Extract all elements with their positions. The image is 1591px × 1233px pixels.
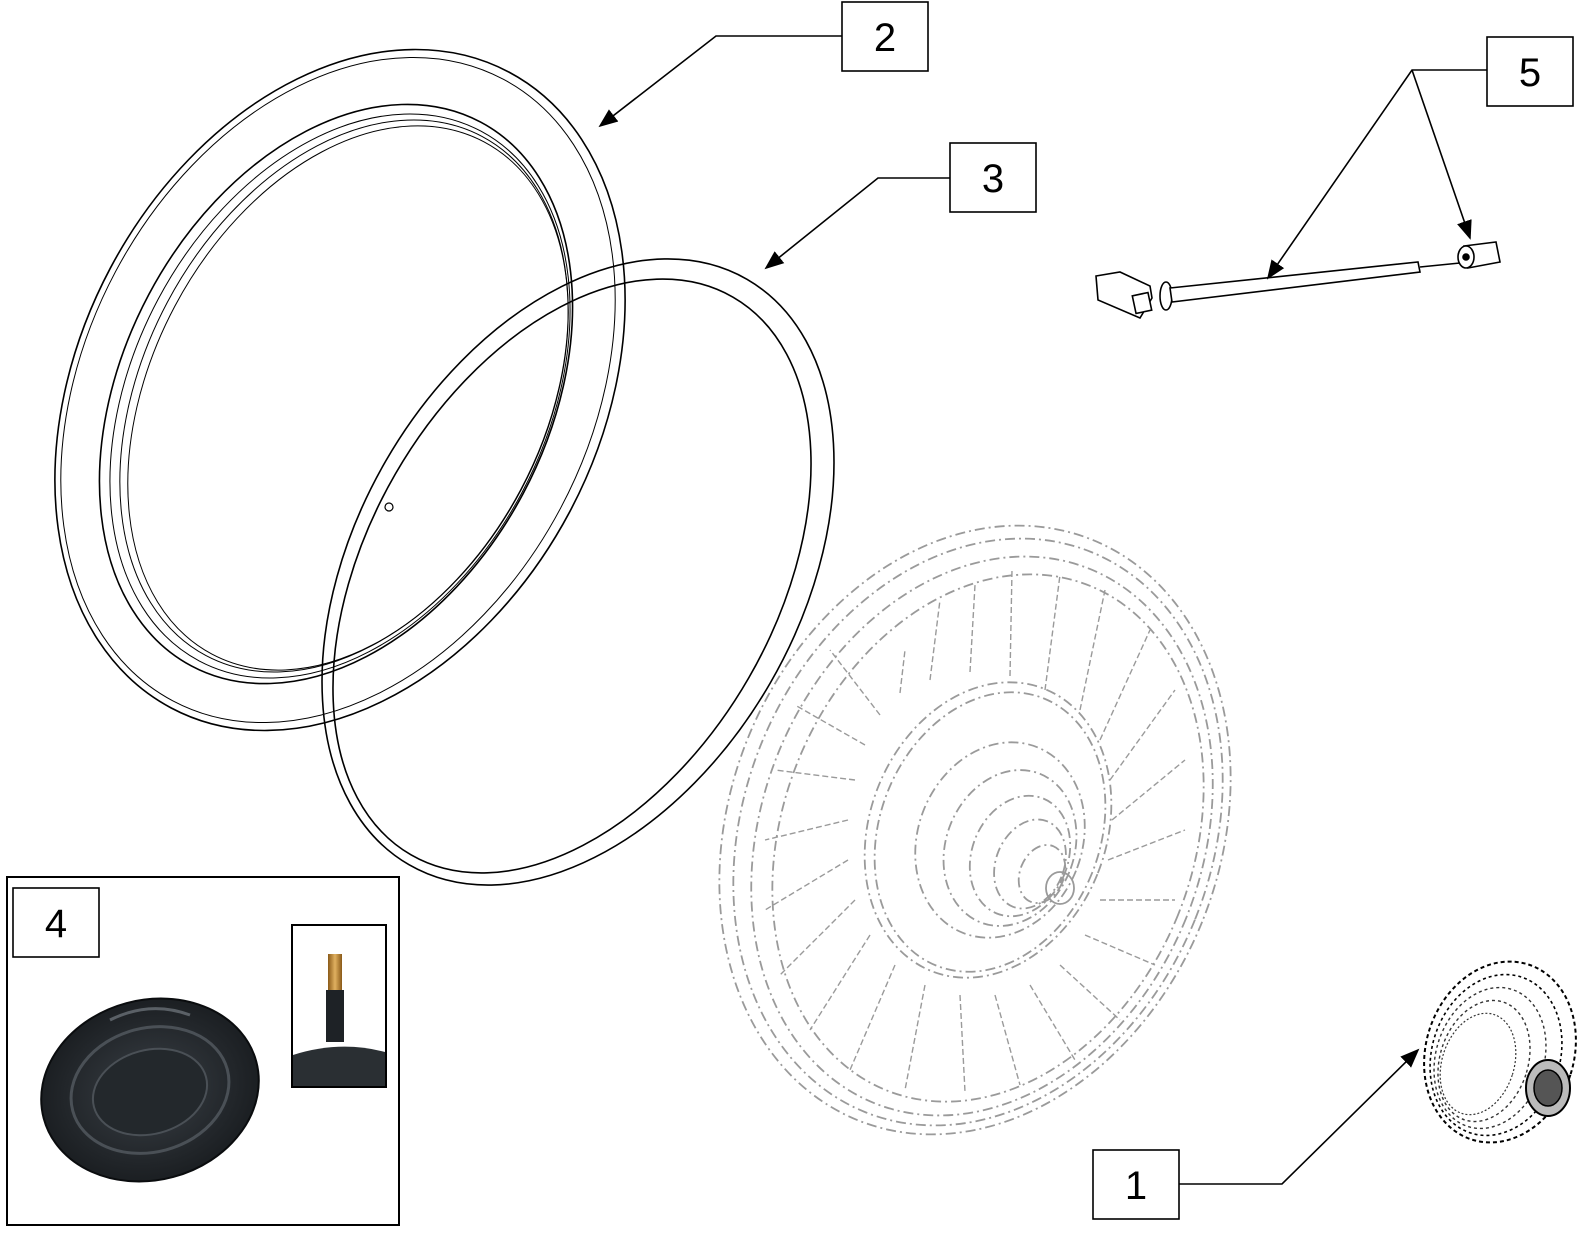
callout-2: 2 (841, 1, 929, 72)
callout-5-label: 5 (1519, 51, 1541, 95)
inner-tube-part-4 (40, 997, 260, 1183)
callout-1: 1 (1092, 1149, 1180, 1220)
callout-1-label: 1 (1125, 1164, 1147, 1208)
callout-5: 5 (1486, 36, 1574, 107)
rim-strip-part-3 (321, 258, 835, 886)
callout-3: 3 (949, 142, 1037, 213)
cassette-part-1 (1423, 960, 1577, 1144)
tire-part-2 (54, 48, 626, 732)
valve-hole (384, 502, 394, 512)
callout-3-label: 3 (982, 157, 1004, 201)
callout-2-label: 2 (874, 16, 896, 60)
callout-4: 4 (12, 887, 100, 958)
leader-lines (598, 35, 1487, 1185)
callout-4-label: 4 (45, 902, 67, 946)
wheel-phantom (718, 524, 1232, 1136)
quick-release-part-5 (1095, 241, 1501, 320)
valve-detail-photo (291, 924, 387, 1088)
inner-tube-inset (6, 876, 400, 1226)
